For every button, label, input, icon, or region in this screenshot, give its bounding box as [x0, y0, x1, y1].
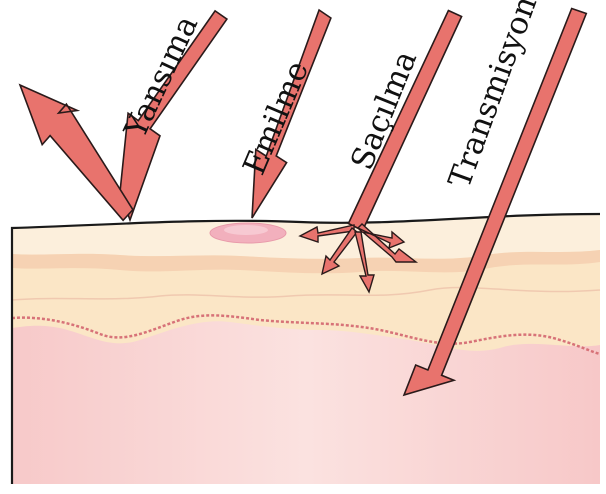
- transmission-label: Transmisyon: [442, 0, 545, 193]
- reflection-outgoing-arrow: [20, 85, 133, 220]
- skin-cross-section: [12, 214, 600, 484]
- absorption-label: Emilme: [236, 56, 316, 180]
- absorption-spot-highlight: [224, 225, 268, 235]
- reflection-label: Yansıma: [117, 10, 205, 144]
